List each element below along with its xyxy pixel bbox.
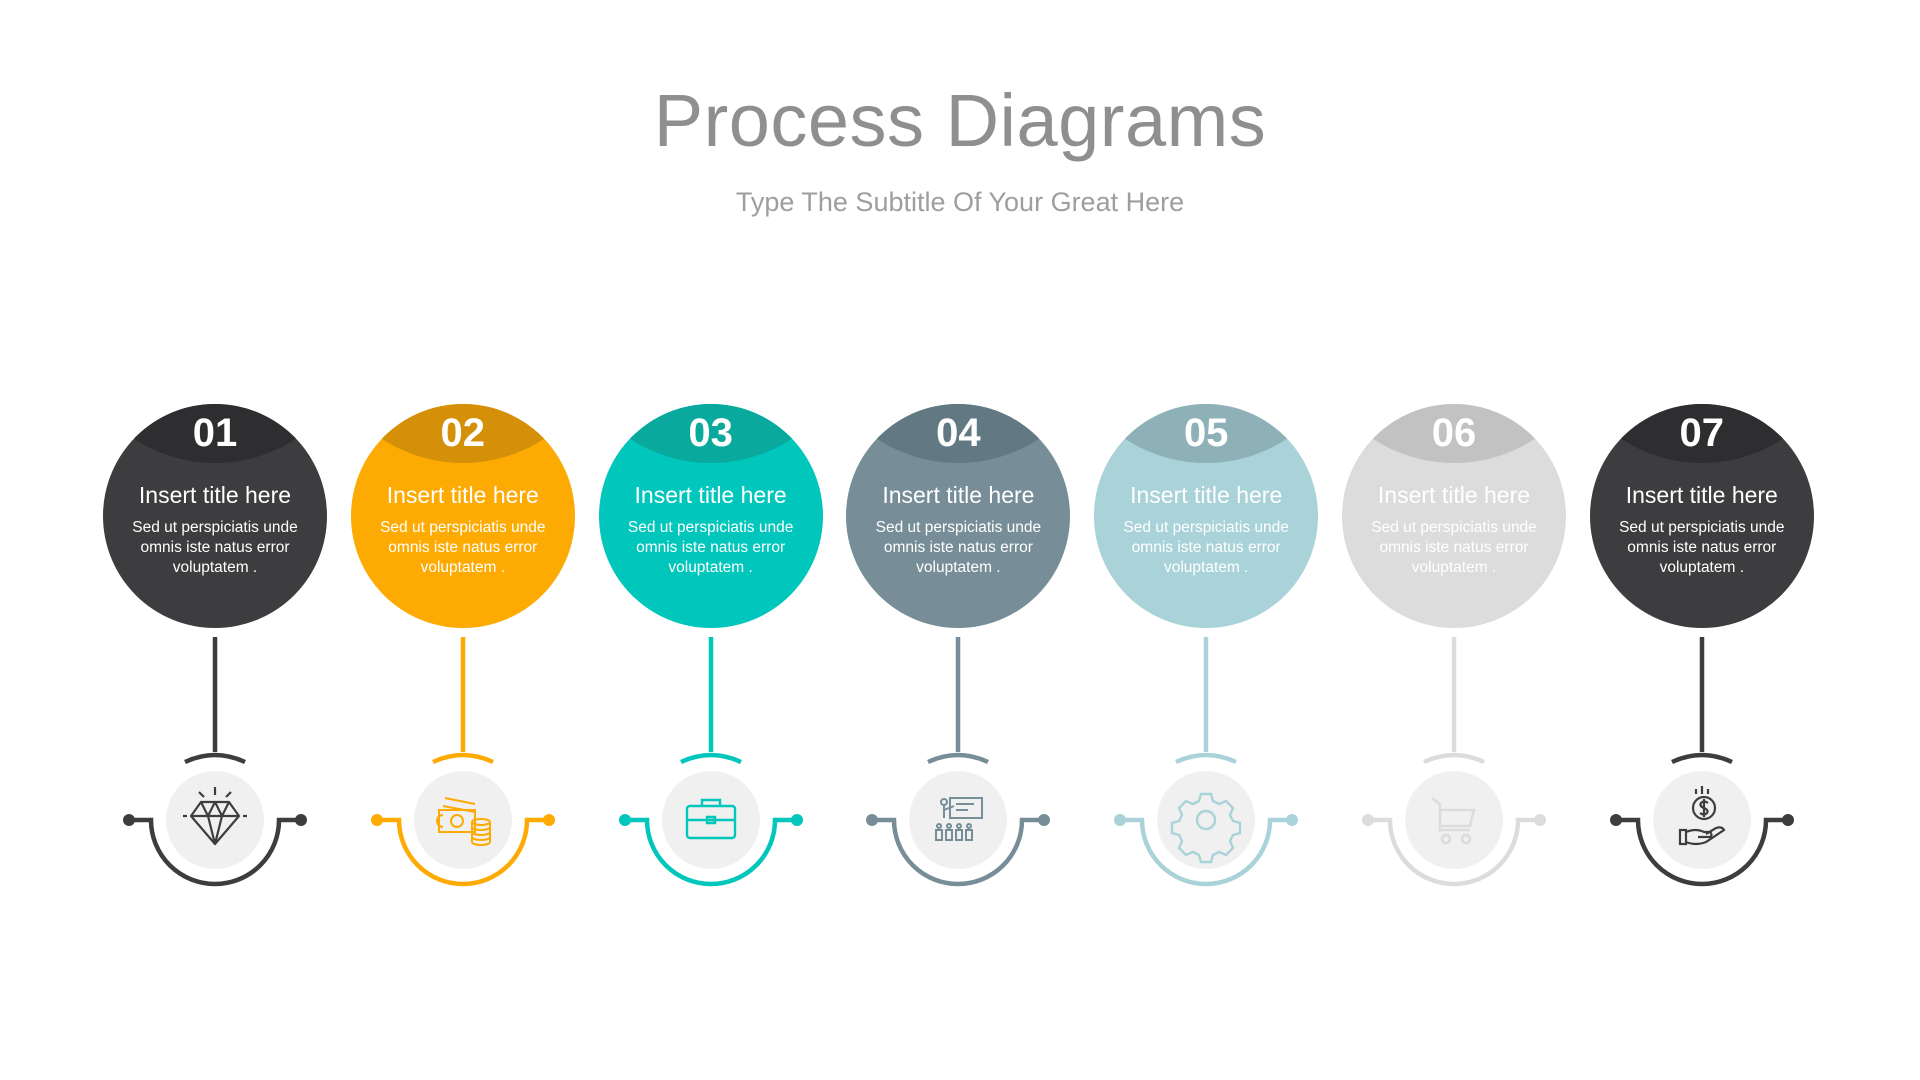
step-title: Insert title here — [634, 482, 787, 508]
step-connector — [1362, 637, 1546, 887]
step-title: Insert title here — [386, 482, 539, 508]
step-description: Sed ut perspiciatis unde omnis iste natu… — [1123, 519, 1289, 576]
step-description: Sed ut perspiciatis unde omnis iste natu… — [1619, 519, 1785, 576]
briefcase-icon — [685, 798, 736, 840]
step-connector — [618, 637, 803, 887]
step-number: 03 — [688, 411, 733, 455]
page-title: Process Diagrams — [653, 79, 1267, 162]
connector-cap-arc — [184, 752, 246, 765]
connector-u-arc — [129, 817, 301, 887]
hand-coin-icon — [1678, 786, 1726, 846]
connector-u-arc — [1120, 817, 1293, 887]
connector-u-arc — [1368, 817, 1540, 887]
shopping-cart-icon — [1431, 796, 1476, 845]
connector-dot-left — [1362, 814, 1374, 826]
connector-dot-right — [295, 814, 307, 826]
step-title: Insert title here — [882, 482, 1035, 508]
step-bubble: 04 Insert title here Sed ut perspiciatis… — [846, 404, 1071, 628]
icon-background — [1157, 771, 1256, 869]
process-step-05: 05 Insert title here Sed ut perspiciatis… — [1082, 404, 1330, 904]
step-connector — [866, 637, 1051, 887]
step-connector — [1114, 637, 1299, 887]
step-title: Insert title here — [1625, 482, 1778, 508]
page-subtitle: Type The Subtitle Of Your Great Here — [735, 187, 1185, 217]
connector-u-arc — [376, 817, 549, 887]
presentation-icon — [935, 797, 984, 841]
process-step-07: 07 Insert title here Sed ut perspiciatis… — [1578, 404, 1826, 904]
step-description: Sed ut perspiciatis unde omnis iste natu… — [380, 519, 546, 576]
process-step-06: 06 Insert title here Sed ut perspiciatis… — [1330, 404, 1578, 904]
step-title: Insert title here — [1377, 482, 1531, 508]
step-bubble: 07 Insert title here Sed ut perspiciatis… — [1589, 404, 1814, 628]
connector-cap-arc — [431, 752, 494, 765]
step-bubble: 03 Insert title here Sed ut perspiciatis… — [598, 404, 823, 628]
connector-cap-arc — [1423, 752, 1485, 765]
connector-dot-left — [370, 814, 383, 826]
step-description: Sed ut perspiciatis unde omnis iste natu… — [132, 519, 298, 576]
connector-dot-right — [542, 814, 555, 826]
process-step-02: 02 Insert title here Sed ut perspiciatis… — [339, 404, 587, 904]
step-number: 01 — [192, 411, 238, 455]
process-step-03: 03 Insert title here Sed ut perspiciatis… — [587, 404, 835, 904]
connector-u-arc — [1615, 817, 1788, 887]
connector-u-arc — [872, 817, 1045, 887]
connector-dot-left — [1609, 814, 1622, 826]
diamond-icon — [183, 787, 247, 846]
step-bubble: 06 Insert title here Sed ut perspiciatis… — [1342, 404, 1566, 628]
step-title: Insert title here — [1130, 482, 1283, 508]
step-bubble: 01 Insert title here Sed ut perspiciatis… — [103, 404, 327, 628]
step-description: Sed ut perspiciatis unde omnis iste natu… — [875, 519, 1042, 576]
step-connector — [123, 637, 307, 887]
icon-background — [1405, 771, 1503, 869]
connector-cap-arc — [679, 752, 742, 765]
step-description: Sed ut perspiciatis unde omnis iste natu… — [1371, 519, 1537, 576]
connector-dot-right — [1038, 814, 1051, 826]
connector-dot-left — [1114, 814, 1127, 826]
step-number: 04 — [936, 411, 981, 455]
connector-dot-right — [790, 814, 803, 826]
icon-background — [166, 771, 264, 869]
icon-background — [909, 771, 1008, 869]
step-connector — [370, 637, 555, 887]
connector-dot-left — [123, 814, 135, 826]
connector-cap-arc — [1175, 752, 1238, 765]
step-number: 02 — [440, 411, 486, 455]
process-step-01: 01 Insert title here Sed ut perspiciatis… — [91, 404, 339, 904]
connector-dot-left — [866, 814, 879, 826]
connector-dot-left — [618, 814, 631, 826]
connector-cap-arc — [1670, 752, 1733, 765]
step-number: 07 — [1679, 411, 1725, 455]
step-connector — [1609, 637, 1794, 887]
money-coins-icon — [435, 797, 491, 846]
step-bubble: 05 Insert title here Sed ut perspiciatis… — [1094, 404, 1319, 628]
gear-icon — [1170, 792, 1242, 864]
connector-u-arc — [624, 817, 797, 887]
process-step-04: 04 Insert title here Sed ut perspiciatis… — [834, 404, 1082, 904]
step-number: 06 — [1431, 411, 1477, 455]
step-bubble: 02 Insert title here Sed ut perspiciatis… — [350, 404, 575, 628]
step-description: Sed ut perspiciatis unde omnis iste natu… — [627, 519, 794, 576]
connector-cap-arc — [927, 752, 990, 765]
connector-dot-right — [1781, 814, 1794, 826]
icon-background — [1652, 771, 1751, 869]
connector-dot-right — [1534, 814, 1546, 826]
connector-dot-right — [1286, 814, 1299, 826]
step-title: Insert title here — [138, 482, 292, 508]
step-number: 05 — [1183, 411, 1229, 455]
